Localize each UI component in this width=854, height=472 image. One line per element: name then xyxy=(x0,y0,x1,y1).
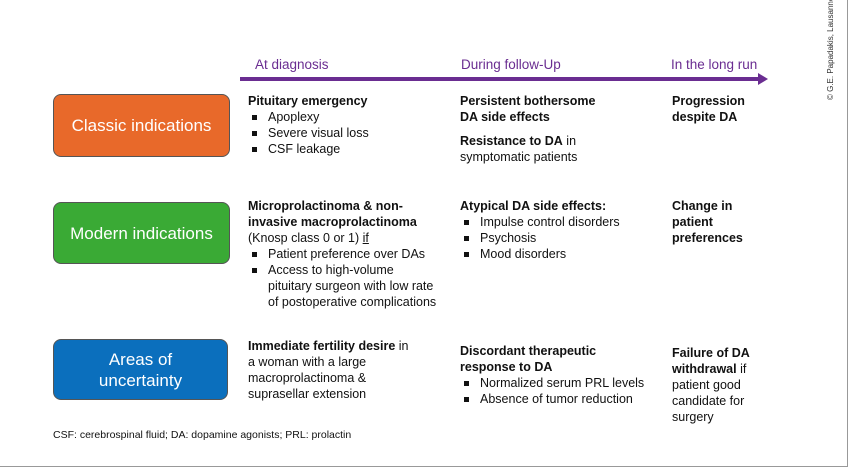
cell-bold: Resistance to DA xyxy=(460,134,563,148)
cell-text: in a woman with a large macroprolactinom… xyxy=(248,339,409,401)
bullet: Access to high-volume pituitary surgeon … xyxy=(248,262,438,310)
footnote: CSF: cerebrospinal fluid; DA: dopamine a… xyxy=(53,429,352,441)
cell-title: Progression despite DA xyxy=(672,94,745,124)
cell-text: (Knosp class 0 or 1) xyxy=(248,231,363,245)
phase-follow-up: During follow-Up xyxy=(461,57,561,72)
cell-text: in symptomatic patients xyxy=(460,134,578,164)
bullet: Impulse control disorders xyxy=(460,214,640,230)
modern-follow-up: Atypical DA side effects: Impulse contro… xyxy=(460,198,640,262)
box-areas-of-uncertainty: Areas of uncertainty xyxy=(53,339,228,400)
cell-title: Persistent bothersome DA side effects xyxy=(460,94,596,124)
phase-long-run: In the long run xyxy=(671,57,758,72)
bullet: Patient preference over DAs xyxy=(248,246,438,262)
bullet: Severe visual loss xyxy=(248,125,448,141)
cell-title: Microprolactinoma & non-invasive macropr… xyxy=(248,199,417,229)
timeline-arrow xyxy=(240,77,760,81)
modern-diagnosis: Microprolactinoma & non-invasive macropr… xyxy=(248,198,438,310)
bullet: Absence of tumor reduction xyxy=(460,391,650,407)
box-classic-indications: Classic indications xyxy=(53,94,230,157)
bullet: Mood disorders xyxy=(460,246,640,262)
box-modern-indications: Modern indications xyxy=(53,202,230,264)
cell-underline: if xyxy=(362,231,369,245)
uncertainty-long-run: Failure of DA withdrawal if patient good… xyxy=(672,345,787,425)
bullet: Psychosis xyxy=(460,230,640,246)
phase-at-diagnosis: At diagnosis xyxy=(255,57,329,72)
classic-follow-up: Persistent bothersome DA side effects Re… xyxy=(460,93,600,173)
bullet: CSF leakage xyxy=(248,141,448,157)
bullet: Normalized serum PRL levels xyxy=(460,375,650,391)
copyright: © G.E. Papadakis, Lausanne xyxy=(826,0,835,100)
uncertainty-diagnosis: Immediate fertility desire in a woman wi… xyxy=(248,338,418,402)
cell-bold: Failure of DA withdrawal xyxy=(672,346,750,376)
bullet: Apoplexy xyxy=(248,109,448,125)
classic-long-run: Progression despite DA xyxy=(672,93,752,125)
arrow-head-icon xyxy=(758,73,768,85)
cell-title: Atypical DA side effects: xyxy=(460,199,607,213)
cell-title: Pituitary emergency xyxy=(248,94,368,108)
cell-title: Change in patient preferences xyxy=(672,199,743,245)
cell-text: if patient good candidate for surgery xyxy=(672,362,747,424)
uncertainty-follow-up: Discordant therapeutic response to DA No… xyxy=(460,343,650,407)
cell-bold: Immediate fertility desire xyxy=(248,339,396,353)
modern-long-run: Change in patient preferences xyxy=(672,198,743,246)
cell-title: Discordant therapeutic response to DA xyxy=(460,344,597,374)
